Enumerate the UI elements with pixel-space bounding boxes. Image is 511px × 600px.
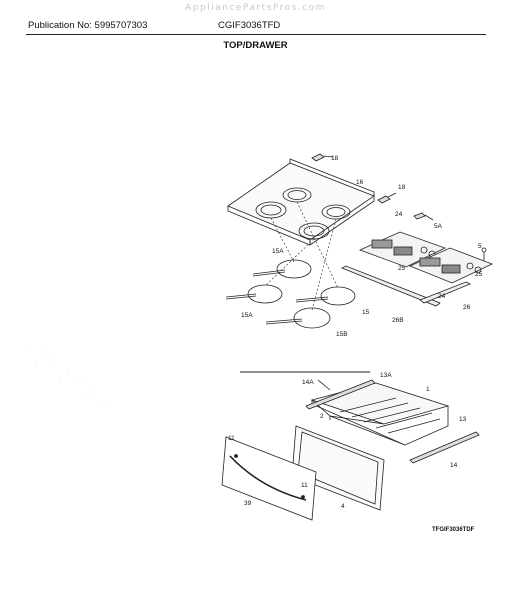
callout-15a-top: 15A (272, 248, 284, 255)
callout-13: 13 (459, 416, 467, 423)
callout-13a: 13A (380, 372, 392, 379)
burner-pads (225, 259, 356, 329)
callout-25-right: 25 (475, 271, 483, 278)
callout-5: 5 (478, 243, 482, 250)
callout-26: 26 (463, 304, 471, 311)
callout-18-top: 18 (331, 155, 339, 162)
section-title: TOP/DRAWER (223, 40, 288, 51)
callout-5a: 5A (434, 223, 443, 230)
element-assembly-right (408, 247, 494, 284)
callout-2: 2 (320, 413, 324, 420)
callout-26b: 26B (392, 317, 404, 324)
callout-1: 1 (426, 386, 430, 393)
model-number: CGIF3036TFD (218, 20, 281, 31)
callout-24-bottom: 24 (438, 293, 446, 300)
callout-4: 4 (341, 503, 345, 510)
callout-24-top: 24 (395, 211, 403, 218)
publication-number: Publication No: 5995707303 (28, 20, 148, 31)
callout-25-left: 25 (398, 265, 406, 272)
callout-11-left: 11 (228, 435, 235, 442)
header-divider (26, 34, 486, 35)
callout-15b: 15B (336, 331, 348, 338)
callout-11-bottom: 11 (301, 482, 308, 489)
callout-18-right: 18 (398, 184, 406, 191)
callout-14a: 14A (302, 379, 314, 386)
cooktop-glass (227, 158, 375, 246)
callout-15a-bottom: 15A (241, 312, 253, 319)
diagram-code: TFGIF3036TDF (432, 527, 475, 533)
callout-14: 14 (450, 462, 458, 469)
callout-39: 39 (244, 500, 252, 507)
callout-15: 15 (362, 309, 370, 316)
callout-16: 16 (356, 179, 364, 186)
watermark: AppliancePartsPros.com (185, 3, 326, 13)
